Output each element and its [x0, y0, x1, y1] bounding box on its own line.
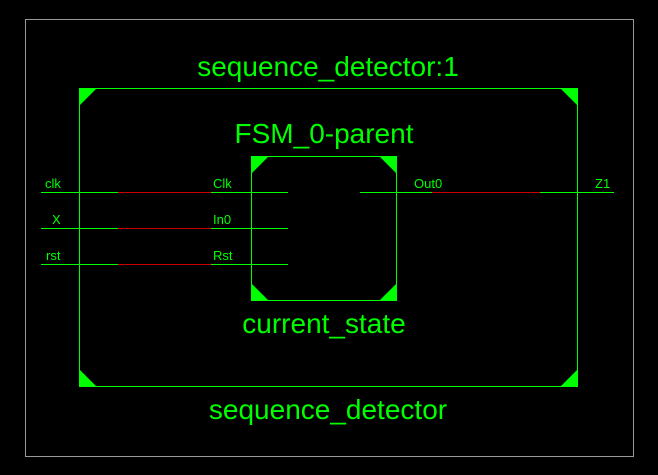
outer-corner-bottom-right [560, 369, 578, 387]
pin-label-in0: In0 [213, 212, 231, 227]
inner-instance-title: FSM_0-parent [235, 118, 414, 149]
pin-label-clk: Clk [213, 176, 232, 191]
inner-corner-top-right [379, 156, 397, 174]
viewport-frame [25, 19, 634, 457]
inner-corner-top-left [251, 156, 269, 174]
outer-module-label: sequence_detector [209, 394, 447, 425]
outer-corner-top-left [79, 88, 97, 106]
inner-fsm-block[interactable] [251, 156, 397, 301]
inner-module-label: current_state [242, 308, 405, 339]
outer-corner-bottom-left [79, 369, 97, 387]
input-port-clk: clk [45, 176, 61, 191]
outer-instance-title: sequence_detector:1 [197, 51, 459, 82]
outer-module-block[interactable] [79, 88, 578, 387]
pin-label-rst: Rst [213, 248, 233, 263]
outer-module-border [79, 88, 578, 387]
input-port-x: X [52, 212, 61, 227]
inner-corner-bottom-left [251, 283, 269, 301]
output-port-z1: Z1 [595, 176, 610, 191]
pin-label-out0: Out0 [414, 176, 442, 191]
inner-corner-bottom-right [379, 283, 397, 301]
input-port-rst: rst [46, 248, 61, 263]
outer-corner-top-right [560, 88, 578, 106]
